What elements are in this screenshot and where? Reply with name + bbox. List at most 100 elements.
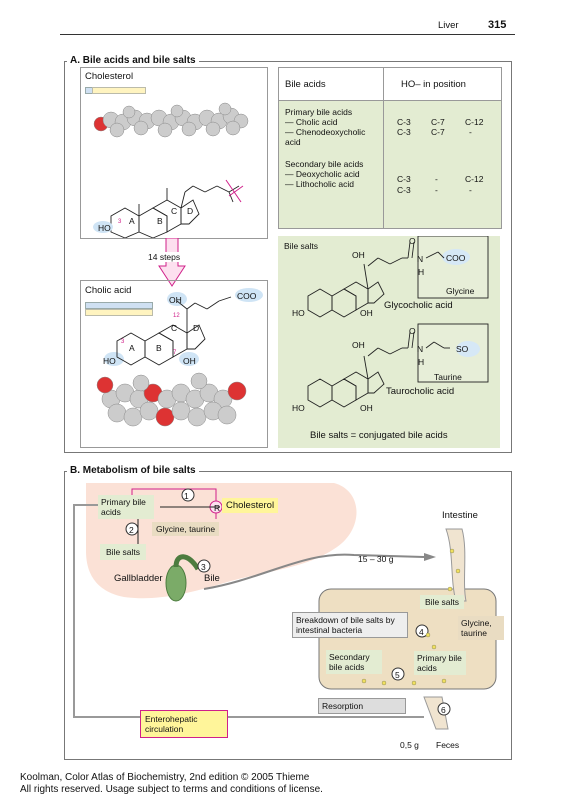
cholesterol-title: Cholesterol — [85, 71, 134, 82]
cholic-c3: C-12 — [465, 117, 484, 127]
primary-bile-acids-liver: Primary bile acids — [98, 495, 154, 519]
steps-label: 14 steps — [148, 252, 181, 262]
bile-salts-box: Bile salts O N H COO Glycine OH HO OH Gl… — [278, 236, 500, 448]
table-head-bile-acids: Bile acids — [285, 79, 326, 90]
r-label: R — [214, 503, 221, 513]
glyco-coo: COO — [446, 253, 466, 263]
cholesterol-apolar-bar — [92, 87, 146, 94]
panel-a-title: A. Bile acids and bile salts — [67, 55, 199, 66]
cholic-ring-c: C — [171, 323, 178, 333]
cholic-coo: COO — [237, 291, 257, 301]
cholic-row-name: — Cholic acid — [285, 117, 338, 127]
panel-b — [64, 471, 512, 760]
cholic-title: Cholic acid — [85, 285, 132, 296]
step-1: 1 — [184, 491, 189, 501]
cholic-n7: 7 — [173, 350, 177, 356]
cholesterol-box-b: Cholesterol — [222, 498, 279, 513]
enterohepatic-label: Enterohepatic circulation — [140, 710, 228, 738]
cholesterol-box: Cholesterol A B C D HO 3 — [80, 67, 268, 239]
page-number: 315 — [488, 19, 507, 31]
cheno-row-name: — Chenodeoxycholic acid — [285, 127, 366, 147]
panel-b-title: B. Metabolism of bile salts — [67, 465, 199, 476]
primary-bile-acids-intestine: Primary bile acids — [414, 651, 466, 675]
tauro-n: N — [417, 344, 424, 354]
glyco-oh7: OH — [360, 308, 373, 318]
ring-c-label: C — [171, 206, 178, 216]
glyco-name: Glycocholic acid — [384, 300, 453, 311]
cholic-oh7: OH — [183, 356, 196, 366]
tauro-h: H — [418, 357, 425, 367]
bile-acids-table: Bile acids HO– in position Primary bile … — [278, 67, 502, 229]
step-2: 2 — [129, 525, 134, 535]
bile-salts-structures — [307, 236, 489, 408]
cholic-n3: 3 — [121, 339, 125, 345]
step-3: 3 — [201, 562, 206, 572]
header-rule — [60, 34, 515, 35]
cholesterol-structure — [93, 102, 249, 238]
bile-salts-title: Bile salts — [284, 241, 319, 251]
cholic-c2: C-7 — [431, 117, 445, 127]
ho-label: HO — [98, 223, 111, 233]
table-head — [279, 68, 501, 101]
bile-salts-intestine: Bile salts — [420, 595, 465, 609]
cholic-ring-b: B — [156, 343, 162, 353]
panel-a — [64, 61, 512, 453]
ring-b-label: B — [157, 216, 163, 226]
deoxy-c2: - — [435, 174, 438, 184]
amount-label: 15 – 30 g — [358, 554, 394, 564]
cholic-ring-a: A — [129, 343, 135, 353]
salts-footer: Bile salts = conjugated bile acids — [310, 430, 448, 441]
bile-salts-liver: Bile salts — [100, 544, 147, 560]
cholic-box: Cholic acid A B C D HO OH OH COO 3 7 12 — [80, 280, 268, 448]
tauro-so3: SO — [456, 344, 469, 354]
step-4: 4 — [419, 627, 424, 637]
cholic-apolar-bar — [85, 309, 153, 316]
feces-label: Feces — [436, 740, 460, 750]
tauro-oh12: OH — [352, 340, 365, 350]
litho-row-name: — Lithocholic acid — [285, 179, 354, 189]
section-title: Liver — [438, 20, 459, 31]
secondary-title: Secondary bile acids — [285, 159, 364, 169]
step-6: 6 — [441, 705, 446, 715]
resorption-label: Resorption — [318, 698, 406, 714]
feces-amount: 0,5 g — [400, 740, 419, 750]
glyco-ho: HO — [292, 308, 305, 318]
glyco-oh12: OH — [352, 250, 365, 260]
tauro-oh7: OH — [360, 403, 373, 413]
pos3-label: 3 — [118, 219, 122, 225]
bile-label: Bile — [204, 573, 220, 584]
cholic-ho: HO — [103, 356, 116, 366]
litho-c3: - — [469, 185, 472, 195]
tauro-ho: HO — [292, 403, 305, 413]
glycine-taurine-intestine: Glycine, taurine — [458, 616, 504, 640]
glyco-o: O — [409, 236, 416, 246]
cheno-c3: - — [469, 127, 472, 137]
table-divider — [383, 68, 384, 228]
footer-line2: All rights reserved. Usage subject to te… — [20, 784, 323, 795]
cheno-c2: C-7 — [431, 127, 445, 137]
tauro-name: Taurocholic acid — [386, 386, 455, 397]
glycine-label: Glycine — [446, 286, 475, 296]
deoxy-c3: C-12 — [465, 174, 484, 184]
cholic-c1: C-3 — [397, 117, 411, 127]
footer: Koolman, Color Atlas of Biochemistry, 2n… — [20, 772, 323, 796]
cholic-oh12: OH — [169, 295, 182, 305]
steps-arrow — [158, 238, 186, 287]
secondary-bile-acids: Secondary bile acids — [326, 650, 382, 674]
breakdown-label: Breakdown of bile salts by intestinal ba… — [292, 612, 408, 638]
cholic-polar-bar — [85, 302, 153, 309]
footer-line1: Koolman, Color Atlas of Biochemistry, 2n… — [20, 772, 310, 783]
intestine-label: Intestine — [442, 510, 478, 521]
cheno-c1: C-3 — [397, 127, 411, 137]
deoxy-row-name: — Deoxycholic acid — [285, 169, 360, 179]
cholic-structure — [96, 288, 263, 427]
litho-c2: - — [435, 185, 438, 195]
glycine-taurine-liver: Glycine, taurine — [152, 522, 220, 536]
primary-title: Primary bile acids — [285, 107, 353, 117]
cholic-ring-d: D — [193, 323, 200, 333]
table-head-ho: HO– in position — [401, 79, 466, 90]
ring-a-label: A — [129, 216, 135, 226]
gallbladder-label: Gallbladder — [114, 573, 163, 584]
deoxy-c1: C-3 — [397, 174, 411, 184]
glyco-h: H — [418, 267, 425, 277]
